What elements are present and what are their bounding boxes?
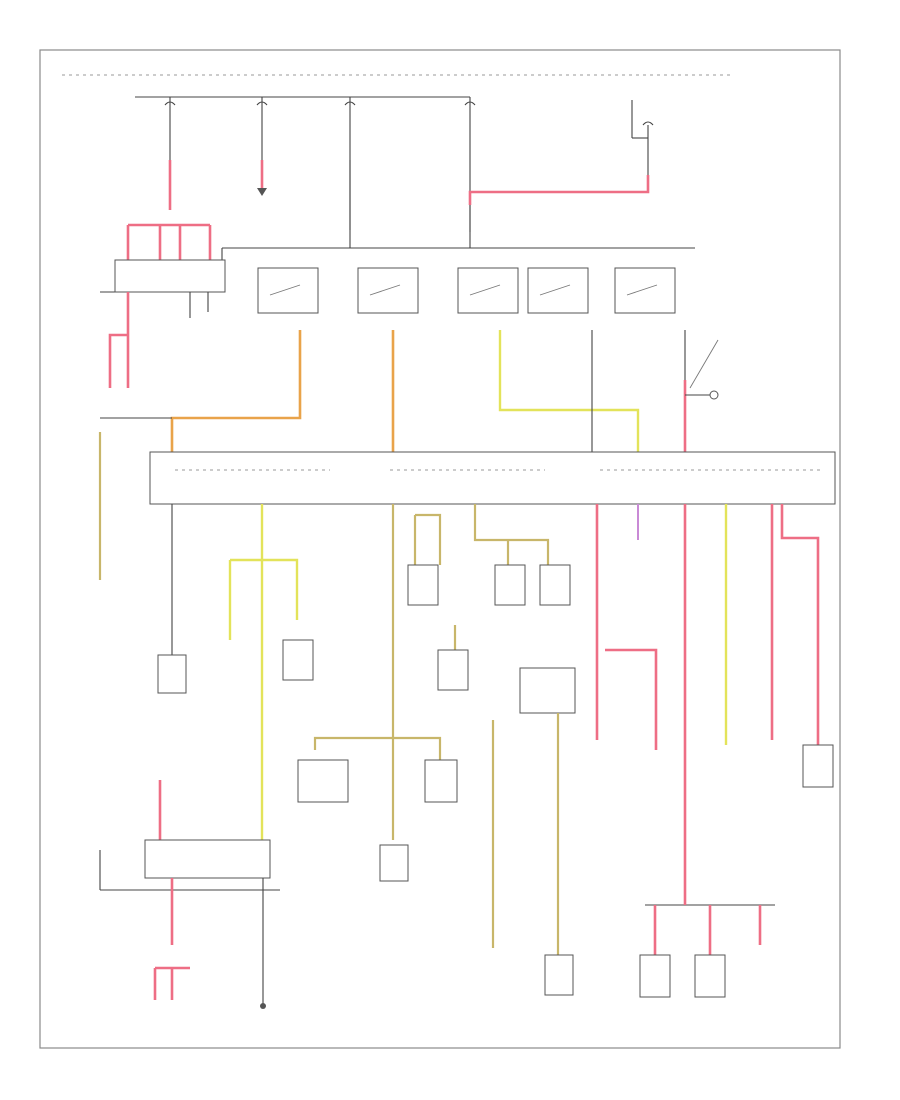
fuse-block xyxy=(149,451,836,505)
ignition-switch-row xyxy=(257,267,676,314)
diagram-frame xyxy=(39,49,841,1049)
left-upper-connector xyxy=(108,160,226,388)
module-center-2 xyxy=(494,564,526,606)
top-fuse-symbols xyxy=(164,101,476,106)
module-lower-small xyxy=(379,844,409,882)
module-center-3 xyxy=(539,564,571,606)
module-lower-left xyxy=(297,759,349,803)
module-center-4 xyxy=(437,649,469,691)
wire-yellow-center xyxy=(498,330,640,452)
lower-left-switch-box xyxy=(144,839,271,879)
ground-point xyxy=(260,1003,266,1009)
wire-pink-right-3 xyxy=(780,504,820,745)
module-bottom-right-2 xyxy=(694,954,726,998)
wire-pink-top-right xyxy=(468,175,650,205)
module-left-1 xyxy=(157,654,187,694)
module-left-2 xyxy=(282,639,314,681)
module-lower-center xyxy=(424,759,458,803)
left-arrow-marker xyxy=(257,160,267,196)
module-bottom-right-1 xyxy=(639,954,671,998)
module-center-5 xyxy=(519,667,576,714)
top-right-relay xyxy=(631,100,654,175)
wire-orange-left xyxy=(170,330,302,452)
module-bottom-center-1 xyxy=(544,954,574,996)
module-right-1 xyxy=(802,744,834,788)
module-center-1 xyxy=(407,564,439,606)
